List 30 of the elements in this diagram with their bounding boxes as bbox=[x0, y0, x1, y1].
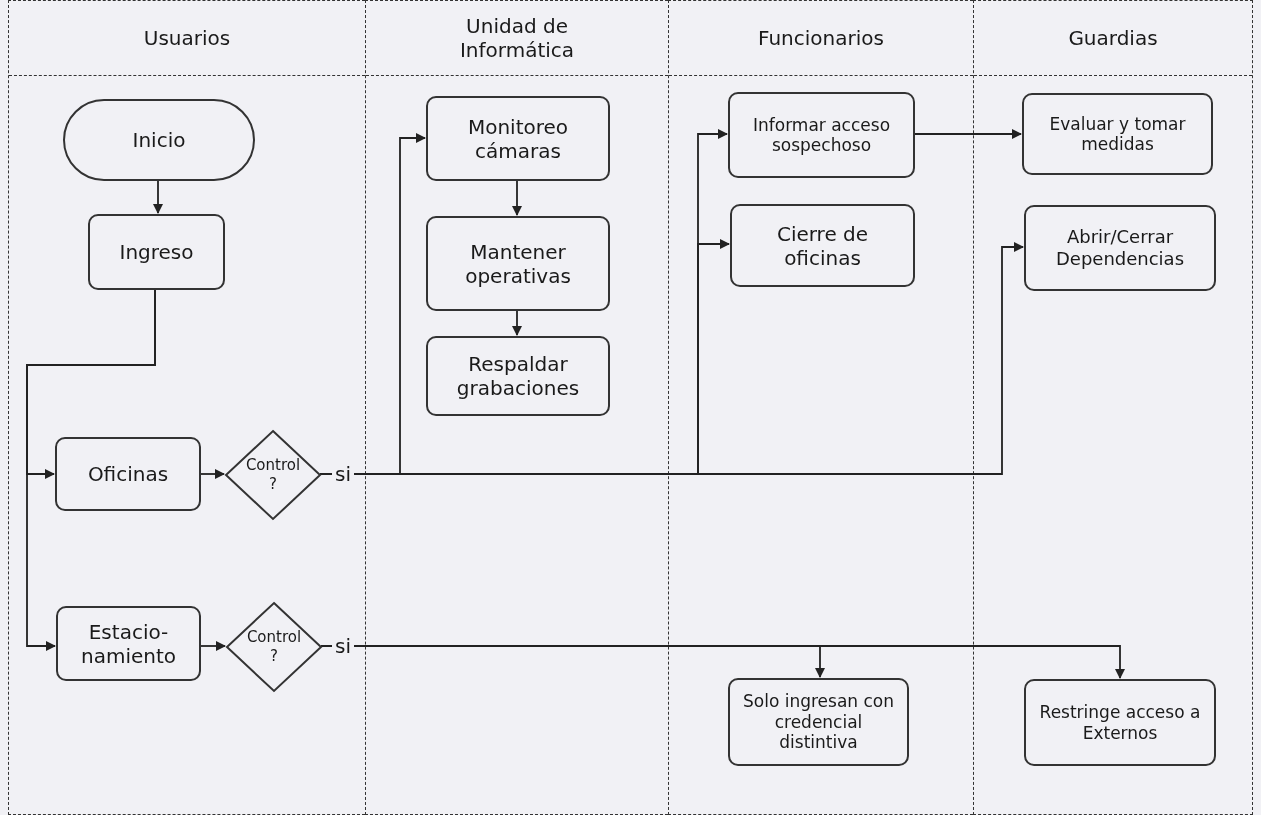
process-box: Mantener operativas bbox=[426, 216, 610, 311]
arrow bbox=[512, 179, 522, 216]
lane-header: Guardias bbox=[974, 1, 1252, 76]
process-box: Cierre de oficinas bbox=[730, 204, 915, 287]
arrow bbox=[199, 641, 226, 651]
lane-header: Funcionarios bbox=[669, 1, 973, 76]
process-box: Abrir/Cerrar Dependencias bbox=[1024, 205, 1216, 291]
swimlane bbox=[8, 0, 365, 815]
decision-diamond: Control ? bbox=[225, 430, 321, 520]
arrow bbox=[199, 469, 225, 479]
arrow bbox=[913, 129, 1022, 139]
process-box: Monitoreo cámaras bbox=[426, 96, 610, 181]
start-terminal: Inicio bbox=[63, 99, 255, 181]
lane-header: Usuarios bbox=[9, 1, 365, 76]
process-box: Informar acceso sospechoso bbox=[728, 92, 915, 178]
arrow bbox=[153, 179, 163, 214]
arrow bbox=[512, 309, 522, 336]
process-box: Oficinas bbox=[55, 437, 201, 511]
process-box: Restringe acceso a Externos bbox=[1024, 679, 1216, 766]
swimlane bbox=[365, 0, 668, 815]
process-box: Respaldar grabaciones bbox=[426, 336, 610, 416]
process-box: Evaluar y tomar medidas bbox=[1022, 93, 1213, 175]
lane-header: Unidad de Informática bbox=[366, 1, 668, 76]
swimlane bbox=[668, 0, 973, 815]
process-box: Estacio- namiento bbox=[56, 606, 201, 681]
process-box: Solo ingresan con credencial distintiva bbox=[728, 678, 909, 766]
arrow bbox=[26, 288, 156, 651]
swimlane bbox=[973, 0, 1253, 815]
process-box: Ingreso bbox=[88, 214, 225, 290]
decision-diamond: Control ? bbox=[226, 602, 322, 692]
